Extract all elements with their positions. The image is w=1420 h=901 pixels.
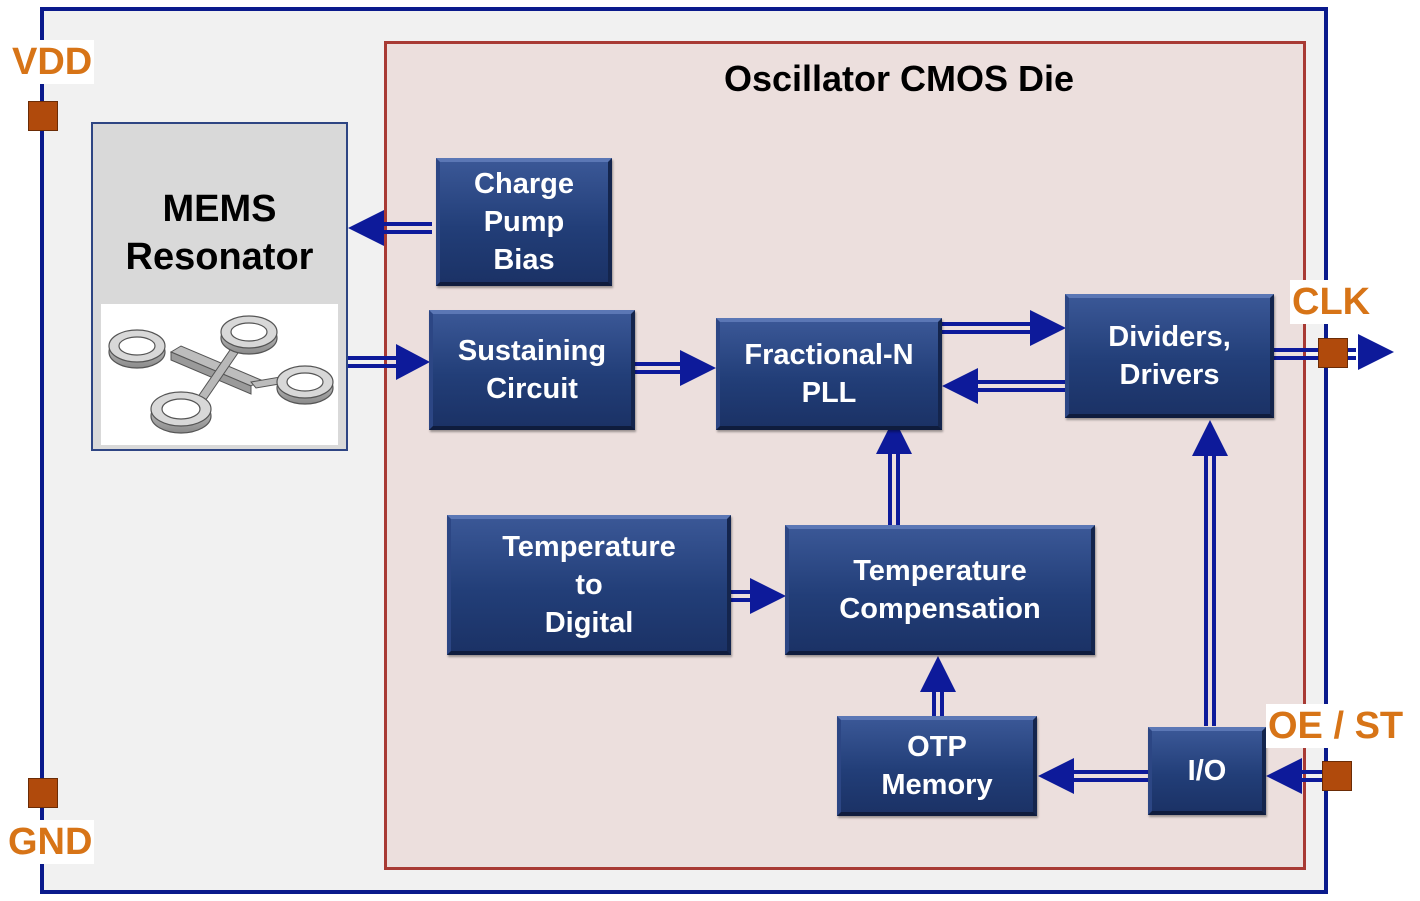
arrow-pll-to-dividers	[942, 310, 1066, 346]
otp-memory-block: OTP Memory	[837, 716, 1037, 816]
clk-label: CLK	[1290, 280, 1373, 324]
vdd-pin	[28, 101, 58, 131]
arrow-mems-to-sustaining	[348, 344, 430, 380]
arrow-oe-to-io	[1266, 758, 1338, 794]
temperature-to-digital-block: Temperature to Digital	[447, 515, 731, 655]
oe-st-pin	[1322, 761, 1352, 791]
die-title: Oscillator CMOS Die	[723, 58, 1075, 99]
arrow-chargepump-to-mems	[348, 210, 432, 246]
arrow-io-to-otp	[1038, 758, 1148, 794]
arrow-dividers-to-clk	[1274, 334, 1394, 370]
gnd-label: GND	[6, 820, 95, 864]
gnd-pin	[28, 778, 58, 808]
arrow-otp-to-tempcomp	[920, 656, 956, 716]
vdd-label: VDD	[10, 40, 95, 84]
sustaining-circuit-block: Sustaining Circuit	[429, 310, 635, 430]
mems-resonator-icon	[108, 315, 334, 434]
fractional-n-pll-block: Fractional-N PLL	[716, 318, 942, 430]
clk-pin	[1318, 338, 1348, 368]
dividers-drivers-block: Dividers, Drivers	[1065, 294, 1274, 418]
mems-title: MEMS Resonator	[125, 188, 314, 278]
mems-resonator-image	[101, 304, 338, 445]
oe-st-label: OE / ST	[1266, 704, 1406, 748]
arrow-tempdigital-to-tempcomp	[730, 578, 786, 614]
arrow-dividers-to-pll	[942, 368, 1066, 404]
charge-pump-bias-block: Charge Pump Bias	[436, 158, 612, 286]
io-block: I/O	[1148, 727, 1266, 815]
arrow-tempcomp-to-pll	[876, 418, 912, 526]
temperature-compensation-block: Temperature Compensation	[785, 525, 1095, 655]
arrow-sustaining-to-pll	[634, 350, 716, 386]
arrow-io-to-dividers	[1192, 420, 1228, 726]
